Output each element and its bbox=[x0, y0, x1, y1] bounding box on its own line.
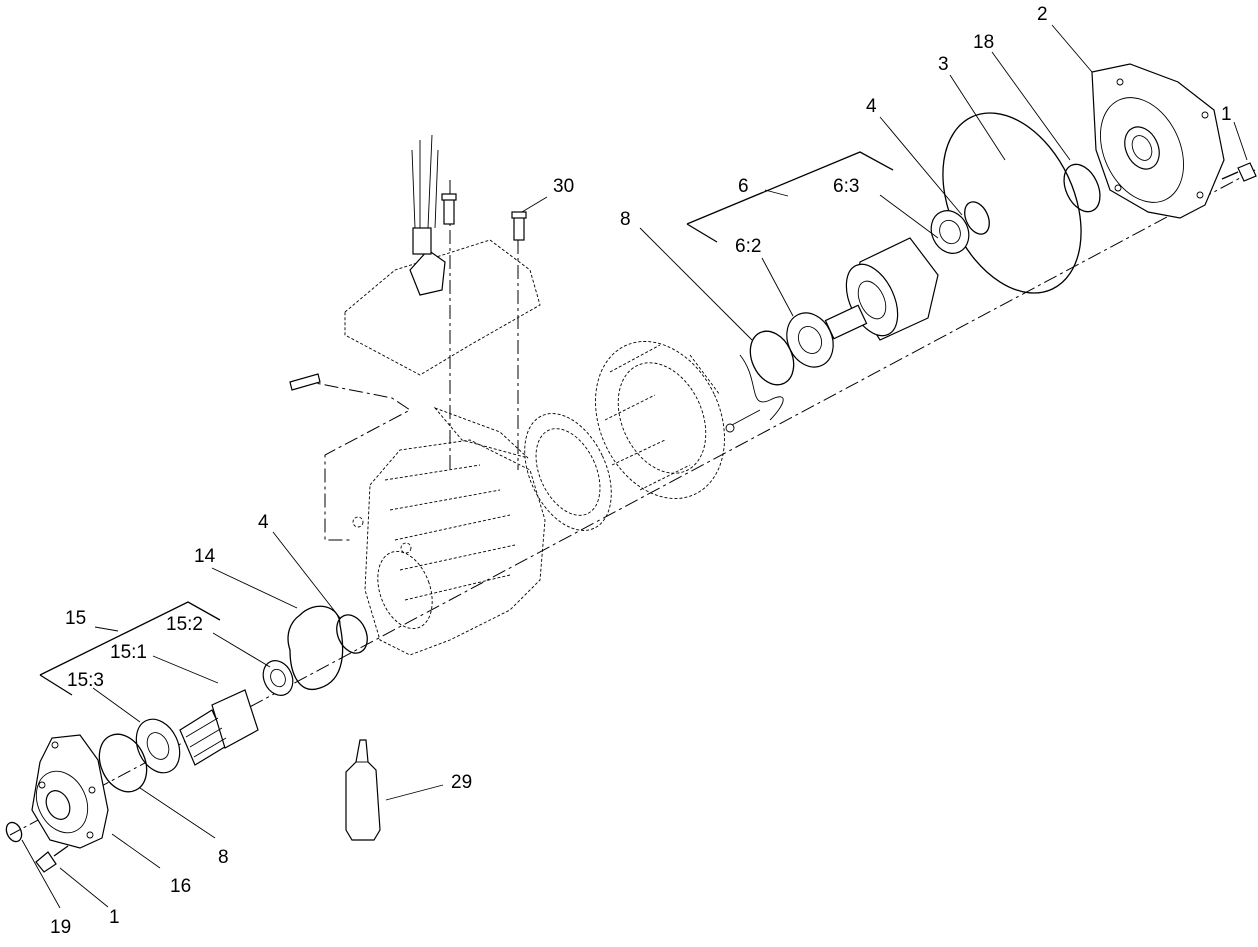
callout-6-3: 6:3 bbox=[833, 176, 859, 197]
cap-screw-top-part bbox=[1221, 162, 1257, 182]
seal-ring-top-part bbox=[964, 201, 990, 235]
wire-leads-part bbox=[725, 354, 784, 433]
seal-ring-mid-part bbox=[336, 614, 368, 654]
callout-30: 30 bbox=[553, 176, 574, 197]
bushing-15-2-part bbox=[262, 660, 294, 696]
callout-15-1: 15:1 bbox=[110, 642, 147, 663]
cover-screw-a bbox=[441, 193, 457, 225]
callout-19: 19 bbox=[50, 917, 71, 938]
o-ring-8-top-part bbox=[749, 330, 795, 386]
bracket-6-tail bbox=[686, 223, 718, 243]
callout-8-top: 8 bbox=[620, 209, 631, 230]
o-ring-18-part bbox=[1063, 163, 1101, 213]
callout-labels: 1 2 3 18 4 6 6:3 6:2 8 30 4 14 15 15:2 1… bbox=[50, 4, 1232, 938]
side-screw bbox=[289, 373, 321, 391]
callout-1-bottom: 1 bbox=[109, 907, 120, 928]
callout-29: 29 bbox=[451, 772, 472, 793]
front-flange-part bbox=[31, 734, 109, 849]
callout-6-2: 6:2 bbox=[735, 236, 761, 257]
oil-bottle-part bbox=[345, 739, 381, 841]
retaining-ring-19-part bbox=[5, 821, 23, 843]
bracket-6 bbox=[686, 151, 894, 225]
bearing-6-3-part bbox=[930, 210, 970, 254]
callout-15-3: 15:3 bbox=[67, 670, 104, 691]
callout-8-bottom: 8 bbox=[218, 847, 229, 868]
callout-15-2: 15:2 bbox=[166, 614, 203, 635]
gasket-part bbox=[524, 413, 612, 531]
rotor-assembly-part bbox=[824, 237, 939, 341]
large-o-ring-part bbox=[942, 112, 1082, 294]
callout-4-mid: 4 bbox=[258, 512, 269, 533]
mounting-plate-part bbox=[433, 406, 529, 459]
callout-14: 14 bbox=[194, 546, 216, 567]
shaft-15-1-part bbox=[179, 689, 259, 766]
callout-3: 3 bbox=[938, 54, 949, 75]
leader-lines bbox=[21, 24, 1248, 909]
bracket-15 bbox=[39, 601, 221, 676]
cover-screw-b bbox=[511, 211, 527, 241]
callout-4-top: 4 bbox=[866, 96, 877, 117]
o-ring-8-bottom-part bbox=[98, 733, 148, 793]
end-cover-part bbox=[1091, 63, 1225, 219]
top-cover-part bbox=[344, 134, 541, 376]
bearing-15-3-part bbox=[135, 718, 181, 774]
gasket-14-part bbox=[287, 605, 344, 691]
bracket-15-tail bbox=[39, 674, 73, 696]
bearing-6-2-part bbox=[786, 312, 834, 368]
stator-part bbox=[595, 341, 725, 499]
cap-screw-bottom-part bbox=[35, 845, 69, 873]
pump-housing-part bbox=[352, 439, 546, 656]
callout-2: 2 bbox=[1037, 4, 1048, 25]
callout-15: 15 bbox=[65, 608, 86, 629]
callout-18: 18 bbox=[973, 32, 994, 53]
callout-6: 6 bbox=[738, 176, 749, 197]
callout-1-top: 1 bbox=[1221, 104, 1232, 125]
callout-16: 16 bbox=[170, 876, 191, 897]
